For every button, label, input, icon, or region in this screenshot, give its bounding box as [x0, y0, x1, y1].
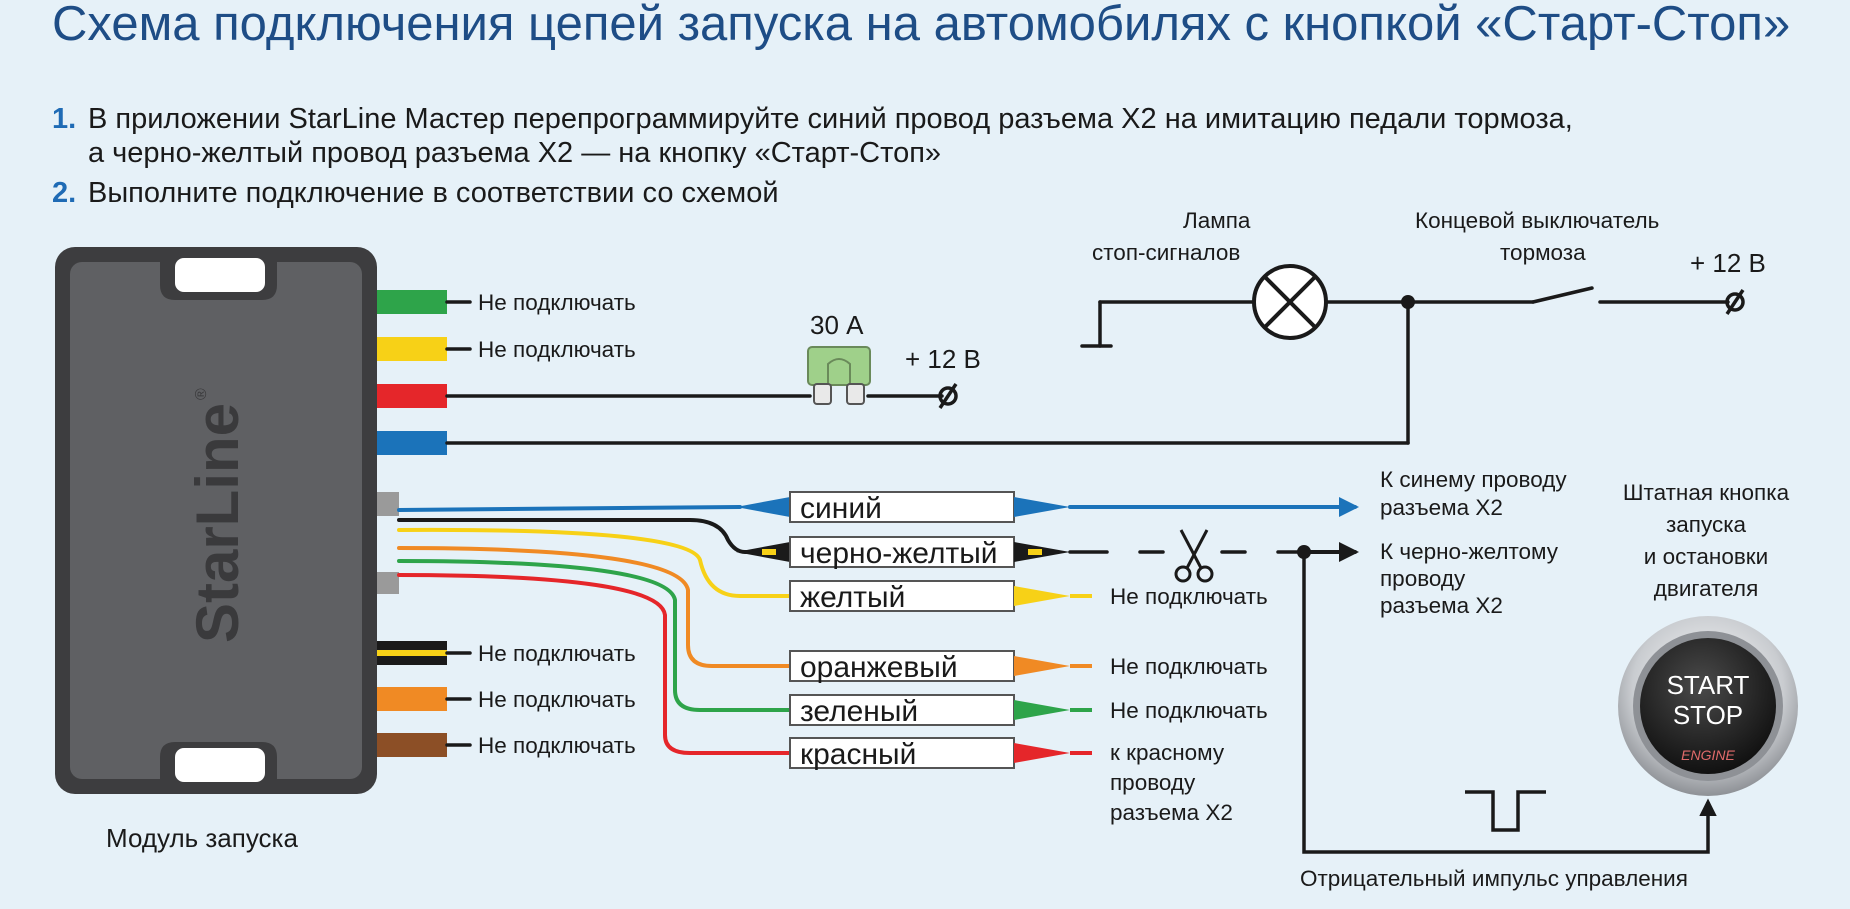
- ground-symbol: [1080, 300, 1113, 348]
- brake-lamp-icon: [1252, 264, 1328, 340]
- yellow-wire-right-label: Не подключать: [1110, 584, 1268, 609]
- green-wire-connector: [789, 694, 1092, 726]
- red-wire-right-label-line3: разъема X2: [1110, 800, 1233, 825]
- black-yellow-wire-tag: черно-желтый: [800, 537, 998, 570]
- start-stop-label-start: START: [1667, 670, 1750, 700]
- step-1-number: 1.: [52, 103, 76, 135]
- scissors-icon: [1174, 529, 1214, 583]
- fuse-icon: [807, 346, 871, 405]
- start-button-caption: Штатная кнопка: [1623, 480, 1790, 505]
- left-wire-stubs: [377, 290, 472, 757]
- yellow-wire-label: Не подключать: [478, 337, 636, 362]
- power-terminal-icon: [938, 383, 958, 409]
- green-wire-label: Не подключать: [478, 290, 636, 315]
- yellow-stub: [377, 337, 447, 361]
- brake-lamp-label-line2: стоп-сигналов: [1092, 240, 1240, 265]
- starline-module: StarLine ®: [55, 247, 377, 794]
- black-yellow-wire-right-label: К черно-желтому: [1380, 539, 1559, 564]
- pulse-symbol: [1465, 790, 1546, 832]
- green-wire-right-label: Не подключать: [1110, 698, 1268, 723]
- green-stub: [377, 290, 447, 314]
- mount-hole-top: [175, 258, 265, 292]
- orange-stub: [377, 687, 447, 711]
- blue-stub: [377, 431, 447, 455]
- brake-switch-label-line2: тормоза: [1500, 240, 1586, 265]
- power-terminal-brake-icon: [1725, 289, 1745, 315]
- blue-wire-right-label: К синему проводу: [1380, 467, 1567, 492]
- step-2-number: 2.: [52, 177, 76, 209]
- start-button-caption-line2: запуска: [1666, 512, 1747, 537]
- black-yellow-wire-connector: [736, 536, 1070, 568]
- starline-logo: StarLine: [184, 403, 251, 643]
- page-title: Схема подключения цепей запуска на автом…: [52, 0, 1790, 51]
- orange-wire-connector: [789, 650, 1092, 682]
- fuse-rating: 30 А: [810, 310, 864, 340]
- step-1-text-line2: а черно-желтый провод разъема X2 — на кн…: [88, 137, 941, 169]
- yellow-wire-tag: желтый: [800, 581, 905, 614]
- brake-switch-label: Концевой выключатель: [1415, 208, 1659, 233]
- step-1-text: В приложении StarLine Мастер перепрограм…: [88, 103, 1573, 135]
- red-wire-right-label-line2: проводу: [1110, 770, 1196, 795]
- red-wire-connector: [789, 737, 1092, 769]
- junction-dot: [1401, 295, 1415, 309]
- red-stub: [377, 384, 447, 408]
- start-button-caption-line4: двигателя: [1654, 576, 1759, 601]
- orange-wire-tag: оранжевый: [800, 651, 958, 684]
- red-wire-tag: красный: [800, 738, 916, 771]
- brake-lamp-label: Лампа: [1183, 208, 1251, 233]
- start-stop-label-engine: ENGINE: [1681, 747, 1735, 763]
- harness-tab-top: [377, 492, 399, 516]
- mount-hole-bottom: [175, 748, 265, 782]
- registered-mark: ®: [193, 388, 210, 400]
- harness-tab-bottom: [377, 572, 399, 594]
- blue-wire-connector: [736, 491, 1070, 523]
- harness-wires: [397, 505, 792, 755]
- power-label-brake: + 12 В: [1690, 248, 1766, 278]
- blue-wire-tag: синий: [800, 492, 882, 525]
- module-caption: Модуль запуска: [106, 823, 298, 853]
- black-yellow-wire-right-label-line3: разъема X2: [1380, 593, 1503, 618]
- green-wire-tag: зеленый: [800, 695, 918, 728]
- start-stop-button: [1618, 616, 1798, 796]
- start-button-caption-line3: и остановки: [1644, 544, 1768, 569]
- brown-stub: [377, 733, 447, 757]
- blue-wire-right-label-line2: разъема X2: [1380, 495, 1503, 520]
- red-wire-right-label: к красному: [1110, 740, 1225, 765]
- power-label-fuse: + 12 В: [905, 344, 981, 374]
- brake-switch-icon: [1531, 286, 1594, 304]
- pulse-label: Отрицательный импульс управления: [1300, 866, 1688, 891]
- black-yellow-wire-label: Не подключать: [478, 641, 636, 666]
- orange-wire-right-label: Не подключать: [1110, 654, 1268, 679]
- black-yellow-wire-right-label-line2: проводу: [1380, 566, 1466, 591]
- brown-wire-label: Не подключать: [478, 733, 636, 758]
- orange-wire-label: Не подключать: [478, 687, 636, 712]
- yellow-wire-connector: [789, 580, 1092, 612]
- start-stop-label-stop: STOP: [1673, 700, 1743, 730]
- step-2-text: Выполните подключение в соответствии со …: [88, 177, 779, 209]
